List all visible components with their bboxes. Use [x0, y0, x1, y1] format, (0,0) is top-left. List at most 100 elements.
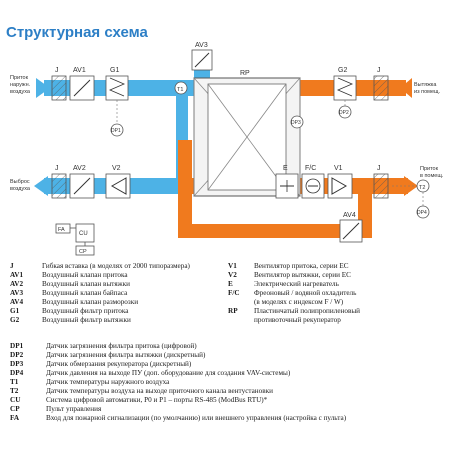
label-dp1: DP1 — [111, 128, 121, 134]
label-j3: J — [55, 165, 59, 172]
label-supply-room-2: в помещ. — [420, 173, 444, 179]
label-t2: T2 — [419, 185, 425, 191]
label-av1: AV1 — [73, 67, 86, 74]
legend-desc: Фреоновый / водяной охладитель — [254, 289, 357, 297]
legend-code: CP — [10, 405, 20, 413]
legend-desc: Датчик загрязнения фильтра вытяжки (диск… — [46, 351, 206, 359]
arrow-exhaust-room — [400, 78, 412, 98]
label-exhaust-room-2: из помещ. — [414, 89, 441, 95]
page-title: Структурная схема — [6, 24, 148, 41]
legend-desc: Датчик давления на выходе ПУ (доп. обору… — [46, 369, 291, 377]
legend-code: F/C — [228, 289, 240, 297]
label-exhaust-out-1: Выброс — [10, 179, 30, 185]
legend-desc: Воздушный фильтр притока — [42, 307, 129, 315]
bottom-row-components — [51, 173, 389, 243]
label-j4: J — [377, 165, 381, 172]
warm-bottom-connector — [178, 224, 372, 238]
legend-code: RP — [228, 307, 238, 315]
legend-desc: Воздушный клапан байпаса — [42, 289, 128, 297]
label-inlet-2: наружн. — [10, 82, 31, 88]
legend-desc: Вентилятор вытяжки, серии ЕС — [254, 271, 351, 279]
fa-box — [55, 223, 71, 234]
label-inlet-3: воздуха — [10, 89, 31, 95]
legend-desc: Датчик температуры воздуха на выходе при… — [46, 387, 273, 395]
label-g1: G1 — [110, 67, 119, 74]
warm-vertical-left — [178, 140, 192, 234]
label-av3: AV3 — [195, 42, 208, 49]
legend-code: G2 — [10, 316, 20, 324]
arrow-supply-room — [404, 176, 418, 196]
legend-desc: Воздушный клапан вытяжки — [42, 280, 130, 288]
sensor-dp3 — [290, 115, 304, 129]
label-j1: J — [55, 67, 59, 74]
label-supply-room-1: Приток — [420, 166, 439, 172]
legend-desc: противоточный рекуператор — [254, 316, 341, 324]
legend-code: DP3 — [10, 360, 24, 368]
legend-desc: Вход для пожарной сигнализации (по умолч… — [46, 414, 347, 422]
flex-insert-j3 — [51, 173, 67, 199]
legend-code: V1 — [228, 262, 237, 270]
legend-code: DP4 — [10, 369, 24, 377]
filter-g2 — [333, 75, 357, 101]
label-cp: CP — [79, 249, 87, 255]
legend-code: FA — [10, 414, 20, 422]
label-av2: AV2 — [73, 165, 86, 172]
label-t1: T1 — [177, 87, 183, 93]
label-rp: RP — [240, 70, 250, 77]
label-e: E — [283, 165, 288, 172]
sensors — [110, 81, 430, 219]
control-block — [55, 223, 95, 256]
flex-insert-j1 — [51, 75, 67, 101]
legend-desc: Пульт управления — [46, 405, 102, 413]
label-dp3: DP3 — [291, 120, 301, 126]
label-dp4: DP4 — [417, 210, 427, 216]
arrow-supply-in — [36, 78, 50, 98]
legend-desc: Воздушный фильтр вытяжки — [42, 316, 131, 324]
flex-insert-j2 — [373, 75, 389, 101]
label-g2: G2 — [338, 67, 347, 74]
label-v1: V1 — [334, 165, 343, 172]
legend-code: AV4 — [10, 298, 24, 306]
recuperator-rp — [193, 76, 301, 198]
legend-desc: Воздушный клапан притока — [42, 271, 128, 279]
legend-code: CU — [10, 396, 21, 404]
legend-desc: Воздушный клапан разморозки — [42, 298, 139, 306]
diagram-labels: J AV1 G1 AV3 RP G2 J J AV2 V2 E F/C V1 J… — [10, 42, 444, 255]
legend-desc: Электрический нагреватель — [254, 280, 339, 288]
label-dp2: DP2 — [339, 110, 349, 116]
legend-code: E — [228, 280, 233, 288]
legend-code: AV3 — [10, 289, 24, 297]
legend-code: G1 — [10, 307, 20, 315]
legend-desc: Датчик загрязнения фильтра притока (цифр… — [46, 342, 197, 350]
legend-desc: Система цифровой автоматики, P0 и P1 – п… — [46, 396, 268, 404]
legend-code: T2 — [10, 387, 19, 395]
sensor-dp1 — [110, 123, 124, 137]
arrow-exhaust-out — [34, 176, 48, 196]
legend-code: AV2 — [10, 280, 24, 288]
label-fa: FA — [58, 227, 65, 233]
filter-g1 — [105, 75, 129, 101]
ventilation-diagram: J AV1 G1 AV3 RP G2 J J AV2 V2 E F/C V1 J… — [10, 42, 444, 256]
label-cu: CU — [79, 231, 88, 237]
legend-code: DP2 — [10, 351, 24, 359]
legend-desc: (в моделях с индексом F / W) — [254, 298, 344, 306]
legend-code: V2 — [228, 271, 237, 279]
label-av4: AV4 — [343, 212, 356, 219]
label-inlet-1: Приток — [10, 75, 29, 81]
label-fc: F/C — [305, 165, 316, 172]
label-j2: J — [377, 67, 381, 74]
legend-code: J — [10, 262, 14, 270]
legend-desc: Датчик обмерзания рекуператора (дискретн… — [46, 360, 192, 368]
legend-desc: Пластинчатый полипропиленовый — [254, 307, 361, 315]
sensor-t1 — [174, 81, 188, 95]
top-row-components — [51, 49, 389, 101]
legend-code: T1 — [10, 378, 19, 386]
flex-insert-j4 — [373, 173, 389, 199]
legend-desc: Вентилятор притока, серии ЕС — [254, 262, 349, 270]
legend-code: AV1 — [10, 271, 24, 279]
legend-desc: Гибкая вставка (в моделях от 2000 типора… — [42, 262, 190, 270]
legend-code: DP1 — [10, 342, 24, 350]
label-v2: V2 — [112, 165, 121, 172]
label-exhaust-room-1: Вытяжка — [414, 82, 437, 88]
label-exhaust-out-2: воздуха — [10, 186, 31, 192]
